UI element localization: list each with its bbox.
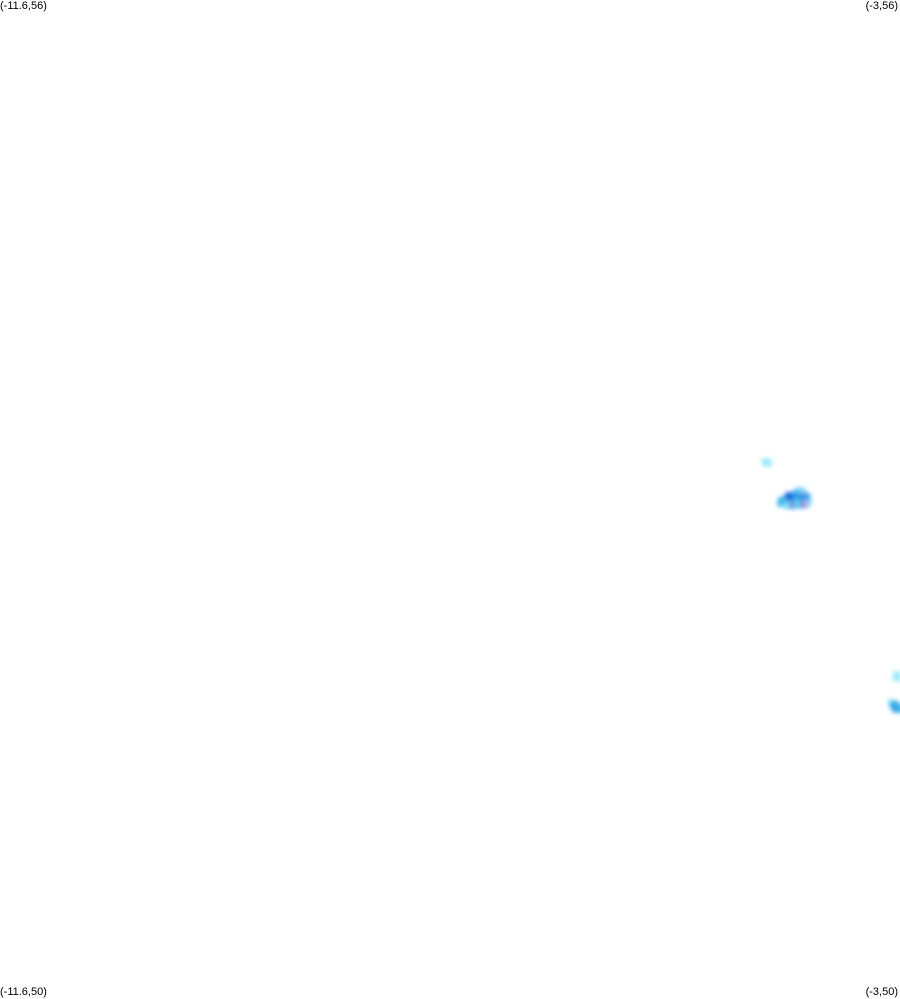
density-cell-mid_low <box>894 704 900 713</box>
density-cell-low <box>764 459 773 467</box>
density-cell-low <box>892 674 900 682</box>
density-cell-low <box>783 501 791 510</box>
corner-label-top-right: (-3,56) <box>865 0 898 12</box>
density-cell-low <box>803 499 812 507</box>
corner-label-bottom-right: (-3,50) <box>865 986 898 998</box>
corner-label-bottom-left: (-11.6,50) <box>0 986 47 998</box>
density-cell-low <box>797 486 806 495</box>
corner-label-top-left: (-11.6,56) <box>0 0 47 12</box>
